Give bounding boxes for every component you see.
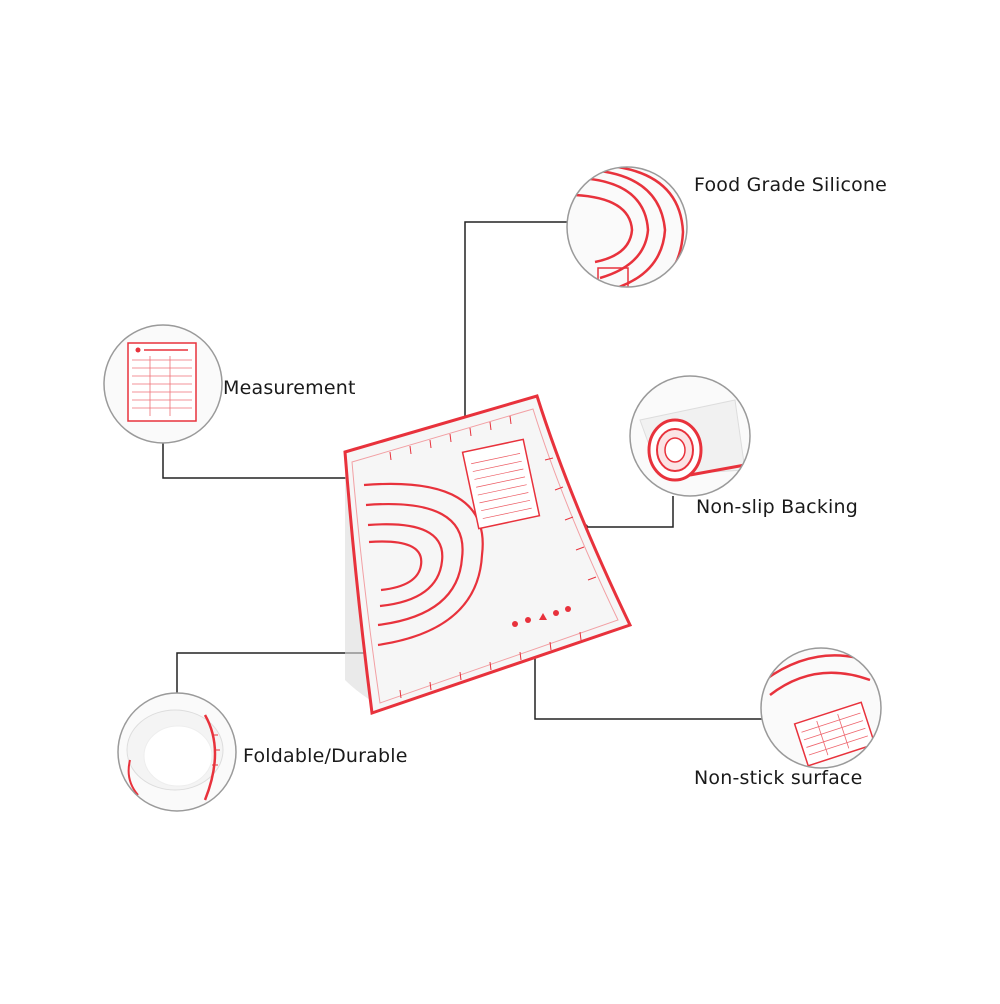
foldable-detail-circle: [117, 692, 237, 812]
leader-measurement: [162, 443, 360, 479]
food-grade-silicone-label: Food Grade Silicone: [694, 174, 888, 196]
mat-small-icons: [512, 606, 571, 627]
mat-measure-chart: [461, 438, 541, 530]
non-stick-surface-label: Non-stick surface: [694, 767, 863, 789]
leader-non-slip: [585, 496, 674, 528]
non-stick-detail-circle: [760, 647, 882, 769]
measurement-label: Measurement: [223, 377, 356, 399]
mat-body: [343, 394, 633, 716]
foldable-durable-label: Foldable/Durable: [243, 745, 408, 767]
measurement-detail-circle: [103, 324, 223, 444]
mat-ruler-ticks: [389, 415, 597, 699]
food-grade-detail-circle: [566, 166, 688, 288]
non-slip-detail-circle: [629, 375, 751, 497]
leader-food-grade: [464, 221, 567, 445]
mat-circles: [363, 482, 484, 647]
non-slip-backing-label: Non-slip Backing: [696, 496, 859, 518]
leader-foldable: [176, 652, 428, 693]
silicone-mat: [343, 394, 633, 716]
